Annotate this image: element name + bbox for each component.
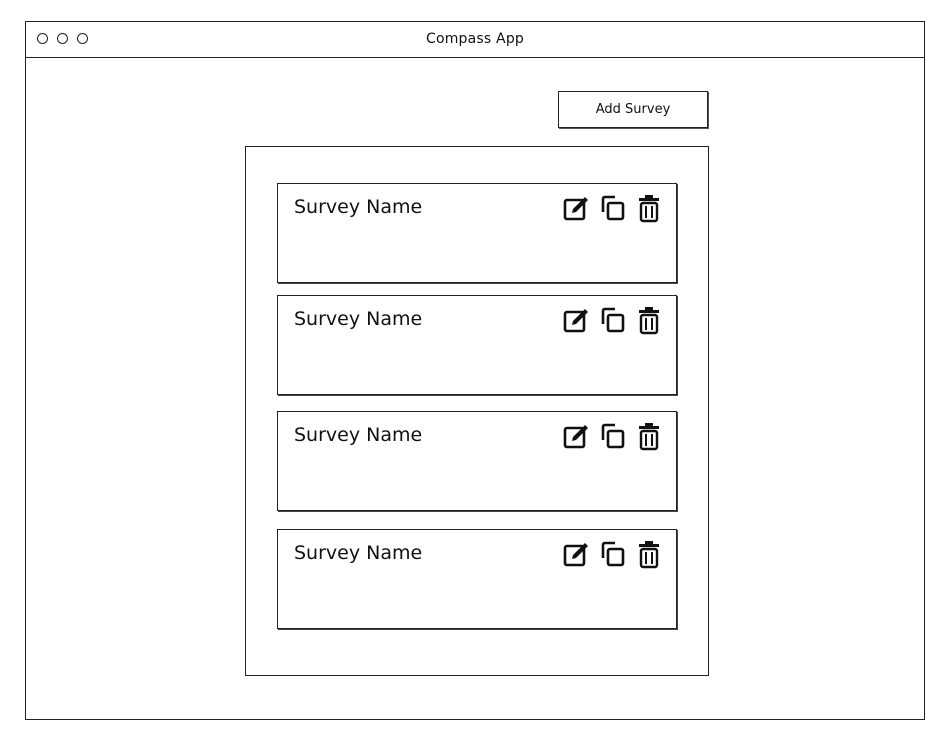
- survey-name: Survey Name: [294, 424, 423, 446]
- survey-card[interactable]: Survey Name: [277, 411, 677, 511]
- maximize-window-button[interactable]: [77, 33, 88, 44]
- edit-icon[interactable]: [562, 420, 592, 452]
- edit-icon[interactable]: [562, 192, 592, 224]
- survey-actions: [562, 538, 664, 570]
- trash-icon[interactable]: [634, 538, 664, 570]
- survey-list: Survey Name: [245, 146, 709, 676]
- survey-actions: [562, 420, 664, 452]
- copy-icon[interactable]: [598, 304, 628, 336]
- trash-icon[interactable]: [634, 304, 664, 336]
- survey-actions: [562, 304, 664, 336]
- minimize-window-button[interactable]: [57, 33, 68, 44]
- survey-card[interactable]: Survey Name: [277, 529, 677, 629]
- edit-icon[interactable]: [562, 304, 592, 336]
- survey-card[interactable]: Survey Name: [277, 295, 677, 395]
- survey-actions: [562, 192, 664, 224]
- app-window: Compass App Add Survey Survey Name: [25, 21, 925, 720]
- trash-icon[interactable]: [634, 420, 664, 452]
- survey-name: Survey Name: [294, 542, 423, 564]
- window-title: Compass App: [425, 31, 525, 47]
- copy-icon[interactable]: [598, 538, 628, 570]
- window-controls: [37, 33, 88, 44]
- edit-icon[interactable]: [562, 538, 592, 570]
- survey-name: Survey Name: [294, 196, 423, 218]
- close-window-button[interactable]: [37, 33, 48, 44]
- copy-icon[interactable]: [598, 420, 628, 452]
- survey-card[interactable]: Survey Name: [277, 183, 677, 283]
- title-bar: Compass App: [26, 22, 924, 58]
- copy-icon[interactable]: [598, 192, 628, 224]
- trash-icon[interactable]: [634, 192, 664, 224]
- survey-name: Survey Name: [294, 308, 423, 330]
- add-survey-button[interactable]: Add Survey: [558, 91, 708, 128]
